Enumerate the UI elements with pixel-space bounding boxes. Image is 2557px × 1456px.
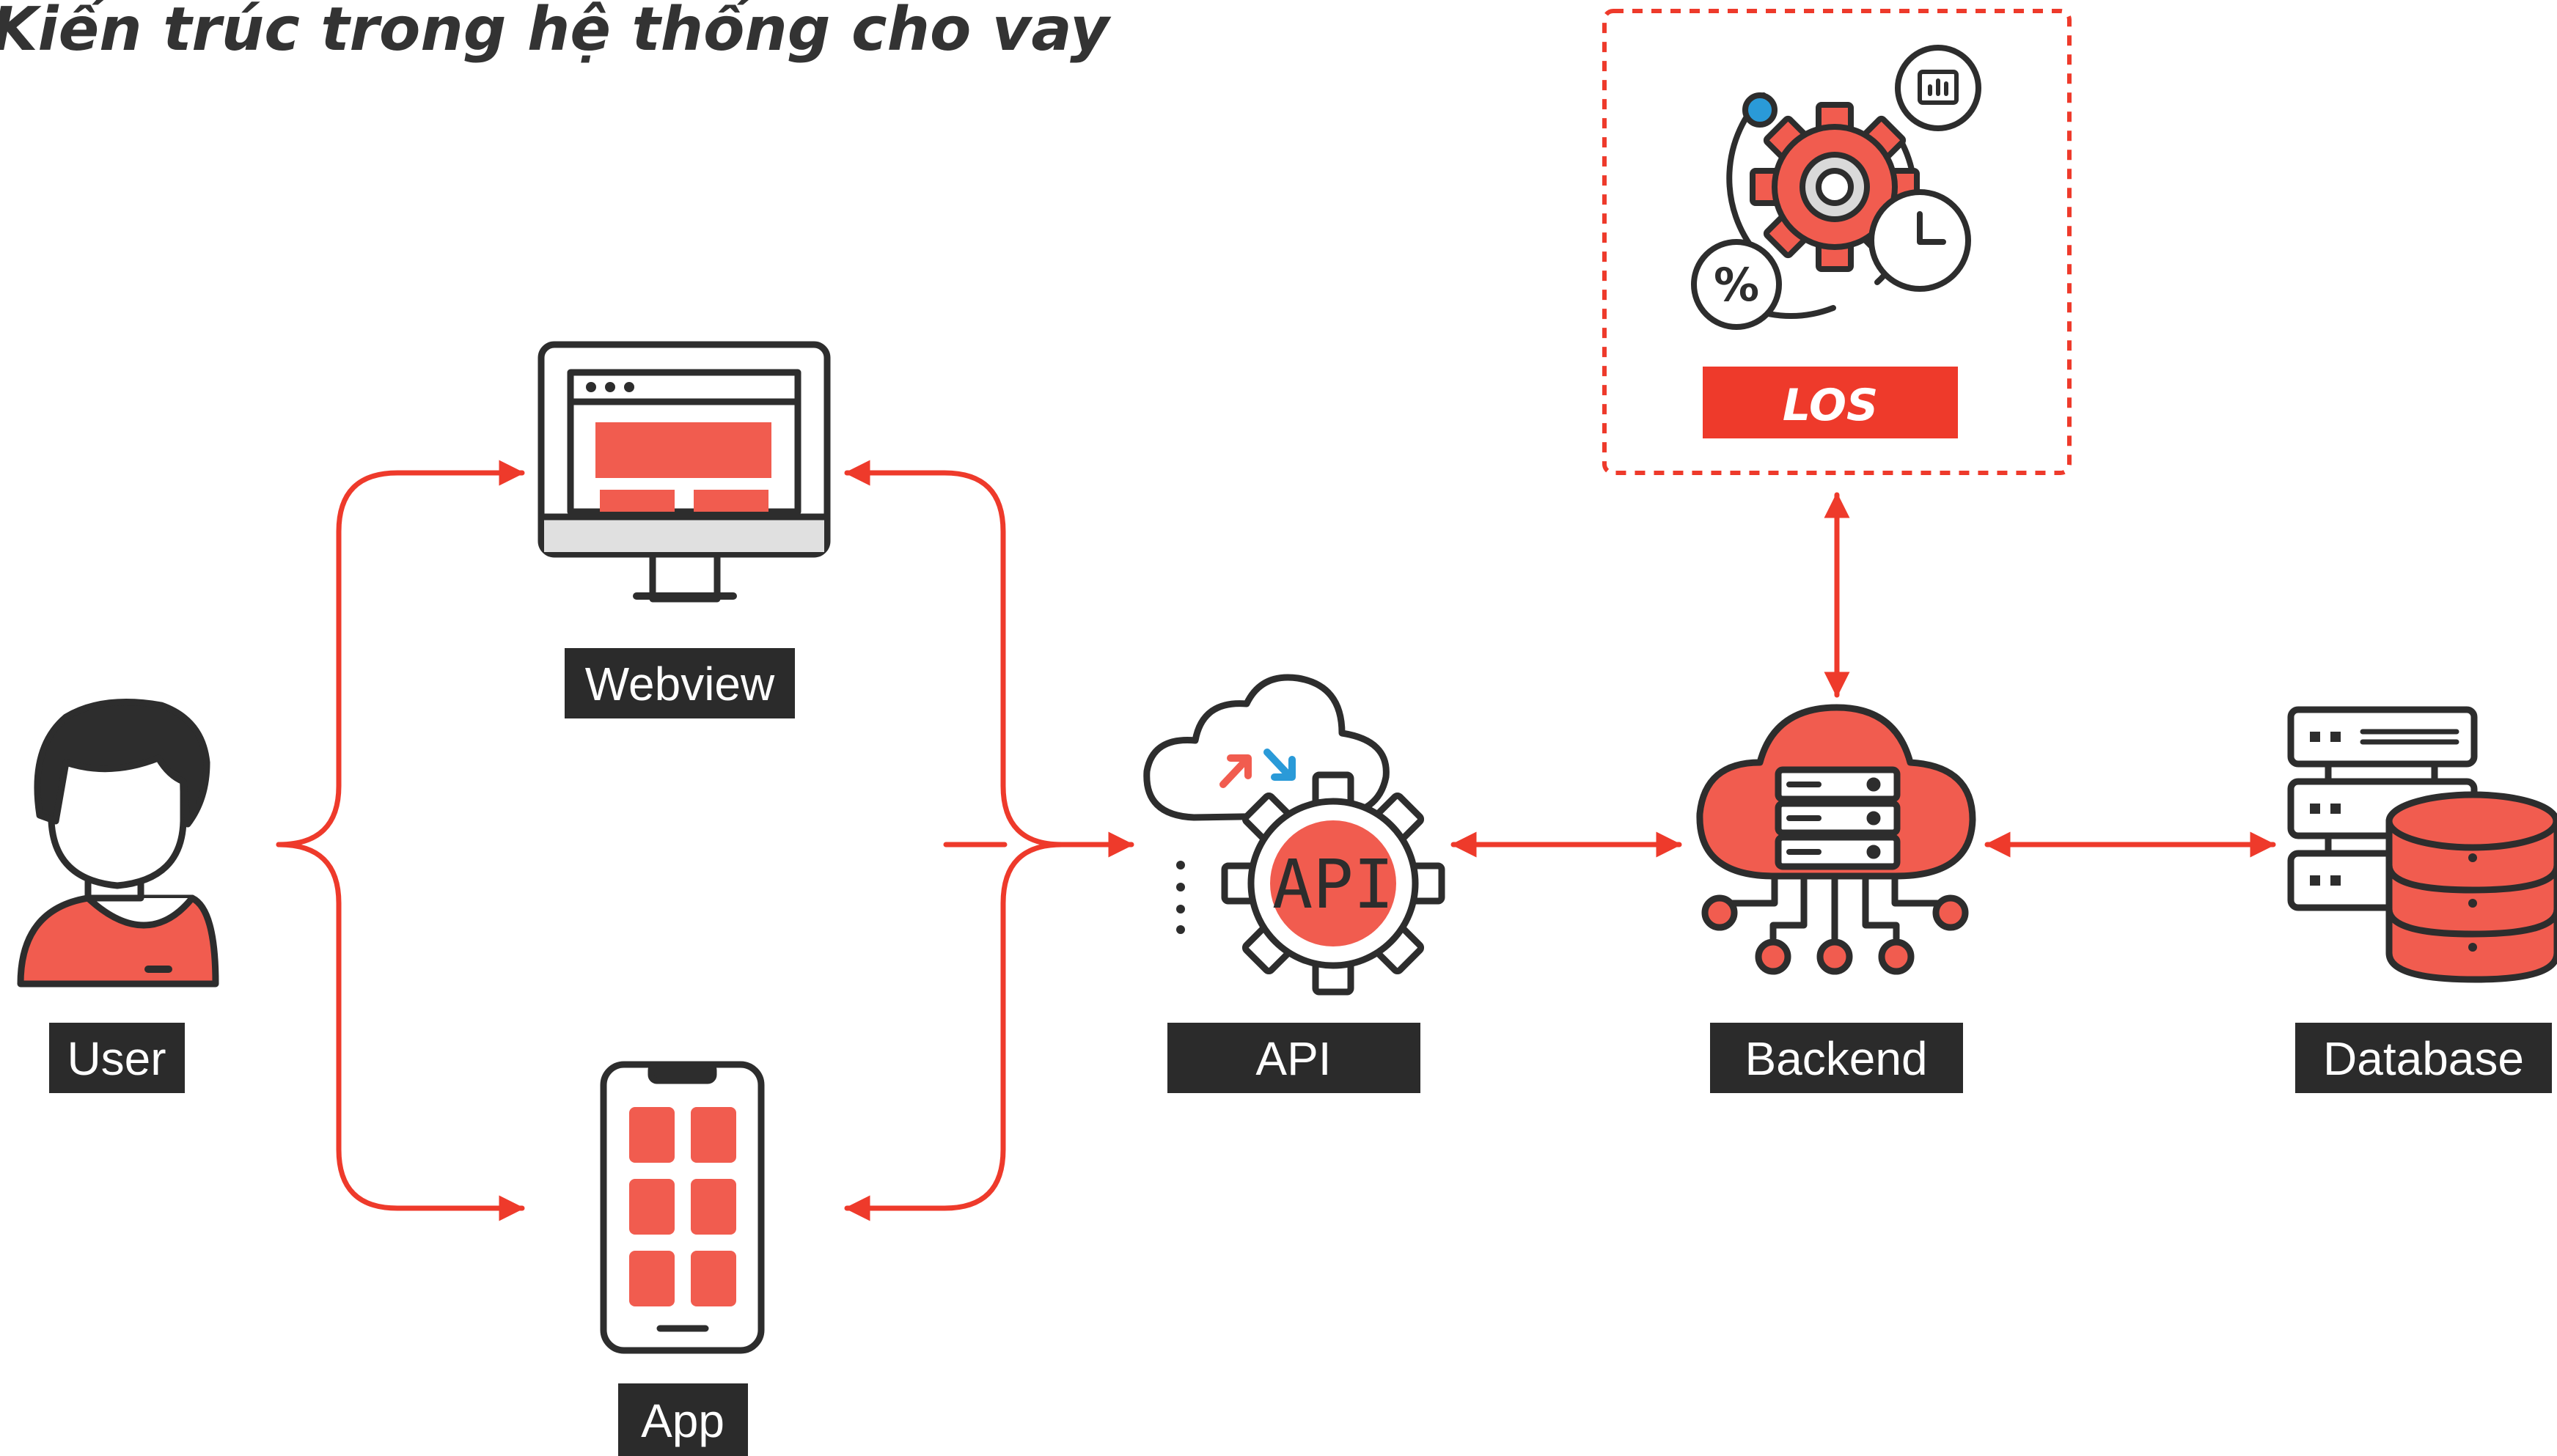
user-node: User — [17, 699, 219, 1093]
desktop-monitor-icon — [538, 341, 831, 603]
cloud-server-network-icon — [1696, 704, 1976, 975]
los-node: % LOS — [1602, 9, 2072, 475]
diagram-title: Kiến trúc trong hệ thống cho vay — [0, 0, 1112, 65]
los-label: LOS — [1783, 380, 1878, 431]
los-label-bg — [1703, 367, 1958, 438]
app-label: App — [641, 1394, 724, 1447]
user-avatar-icon — [17, 699, 219, 988]
database-server-icon — [2287, 706, 2557, 983]
svg-text:%: % — [1714, 258, 1759, 312]
backend-label: Backend — [1745, 1032, 1927, 1085]
user-label-bg — [49, 1023, 185, 1093]
webview-label-bg — [565, 648, 795, 718]
database-label-bg — [2295, 1023, 2552, 1093]
api-node: API API — [1143, 674, 1445, 1093]
api-label: API — [1255, 1032, 1331, 1085]
loan-origination-gear-icon: % — [1691, 45, 1981, 330]
webview-label: Webview — [585, 658, 775, 710]
user-label: User — [67, 1032, 166, 1085]
backend-node: Backend — [1696, 704, 1976, 1093]
brace-clients-to-api-bottom — [844, 842, 1065, 1221]
brace-clients-to-api-top — [844, 460, 1134, 858]
api-label-bg — [1167, 1023, 1420, 1093]
brace-user-to-clients — [276, 460, 525, 848]
webview-node: Webview — [538, 341, 831, 718]
database-label: Database — [2323, 1032, 2524, 1085]
app-label-bg — [618, 1383, 748, 1456]
los-dashed-frame — [1602, 9, 2072, 475]
arrow-user-to-app — [276, 842, 525, 1221]
database-node: Database — [2287, 706, 2557, 1093]
app-node: App — [600, 1061, 765, 1456]
smartphone-icon — [600, 1061, 765, 1354]
svg-text:API: API — [1272, 845, 1394, 924]
api-gear-cloud-icon: API — [1143, 674, 1445, 996]
backend-label-bg — [1710, 1023, 1963, 1093]
connectors — [276, 460, 2276, 1221]
